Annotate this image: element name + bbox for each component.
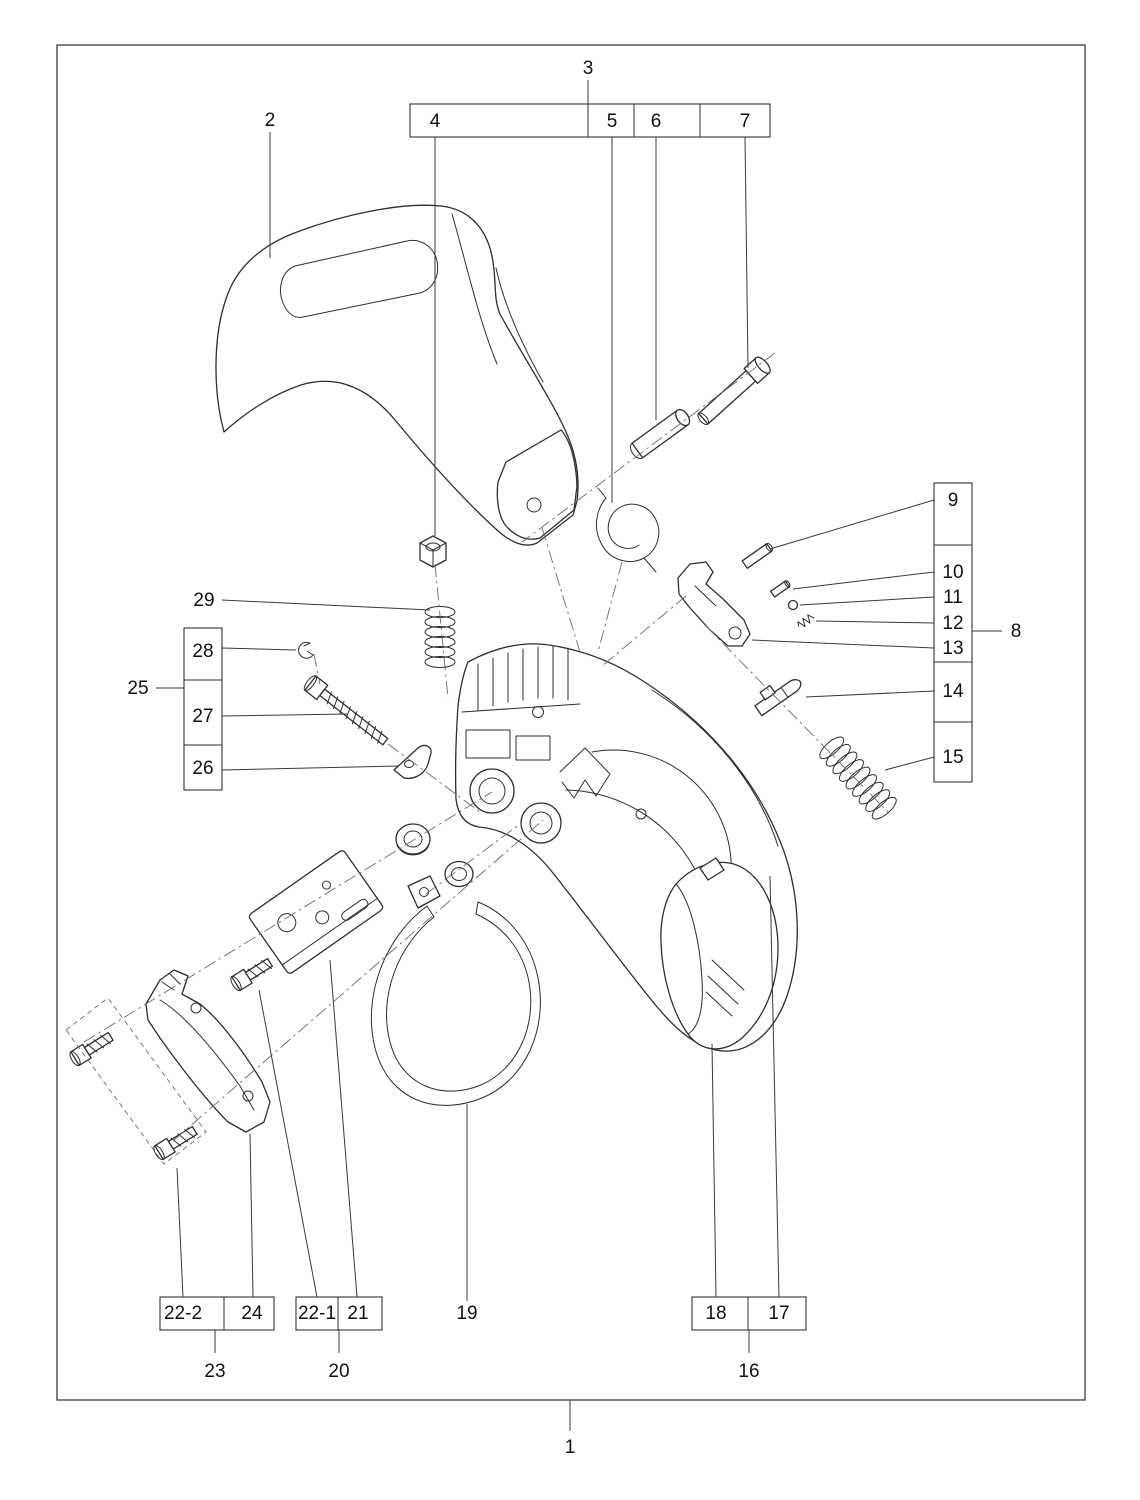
label-box-left — [183, 627, 223, 791]
part-hand-guard — [215, 204, 579, 546]
label-box-bottom-left — [159, 1296, 275, 1331]
label-box-top — [409, 103, 771, 138]
part-labels: 3 2 4 5 6 7 9 10 11 12 13 14 15 8 29 28 … — [127, 58, 1021, 1458]
part-label-25: 25 — [127, 678, 148, 699]
part-latch-pawl — [754, 679, 802, 717]
part-label-8: 8 — [1011, 621, 1022, 642]
part-label-4: 4 — [430, 111, 441, 132]
part-torsion-spring — [595, 487, 660, 573]
part-label-21: 21 — [347, 1303, 368, 1324]
part-label-14: 14 — [942, 681, 964, 702]
part-label-22-2: 22-2 — [164, 1303, 202, 1324]
part-guide-plate — [248, 850, 384, 974]
part-label-19: 19 — [456, 1303, 477, 1324]
part-label-28: 28 — [192, 641, 213, 662]
part-roll-pin — [741, 542, 774, 569]
part-label-15: 15 — [942, 747, 963, 768]
part-bushing-small — [444, 860, 474, 888]
part-label-16: 16 — [738, 1361, 759, 1382]
part-brake-band — [370, 875, 541, 1106]
part-label-1: 1 — [565, 1437, 576, 1458]
part-label-24: 24 — [241, 1303, 263, 1324]
part-label-10: 10 — [942, 562, 963, 583]
part-brake-lever — [677, 561, 751, 647]
part-e-clip — [298, 641, 314, 659]
screw-group-dashed-box — [65, 997, 207, 1165]
part-label-29: 29 — [193, 590, 214, 611]
assembly-axes — [83, 352, 889, 1141]
part-label-20: 20 — [328, 1361, 349, 1382]
diagram-border — [56, 44, 1086, 1401]
part-label-13: 13 — [942, 638, 963, 659]
part-label-6: 6 — [651, 111, 662, 132]
part-label-5: 5 — [607, 111, 618, 132]
label-box-bottom-right — [691, 1296, 807, 1331]
part-label-26: 26 — [192, 758, 213, 779]
part-side-cover — [660, 857, 779, 1050]
part-label-12: 12 — [942, 613, 963, 634]
part-detent-spring — [797, 614, 815, 628]
part-chain-guide — [145, 969, 271, 1133]
part-spacer-pin — [629, 408, 691, 459]
part-label-9: 9 — [948, 490, 959, 511]
label-box-right — [933, 482, 973, 783]
leader-lines — [156, 80, 1002, 1431]
part-plate-screw — [230, 957, 273, 992]
part-label-17: 17 — [768, 1303, 789, 1324]
part-detent-ball — [787, 599, 799, 611]
part-label-3: 3 — [583, 58, 594, 79]
part-label-27: 27 — [192, 706, 213, 727]
part-hex-nut — [419, 535, 447, 568]
part-brake-spring — [819, 736, 897, 820]
part-label-18: 18 — [705, 1303, 726, 1324]
label-group-boxes — [159, 103, 973, 1331]
part-label-7: 7 — [740, 111, 751, 132]
part-tension-screw — [303, 675, 389, 746]
part-label-11: 11 — [943, 587, 963, 608]
part-pivot-bolt — [697, 356, 771, 425]
part-label-23: 23 — [204, 1361, 225, 1382]
part-cover-screw-1 — [69, 1031, 114, 1067]
part-label-22-1: 22-1 — [298, 1303, 336, 1324]
label-box-bottom-mid — [295, 1296, 383, 1331]
part-label-2: 2 — [265, 110, 276, 131]
part-detent-pin — [769, 580, 791, 598]
part-bushing-large — [395, 823, 431, 856]
